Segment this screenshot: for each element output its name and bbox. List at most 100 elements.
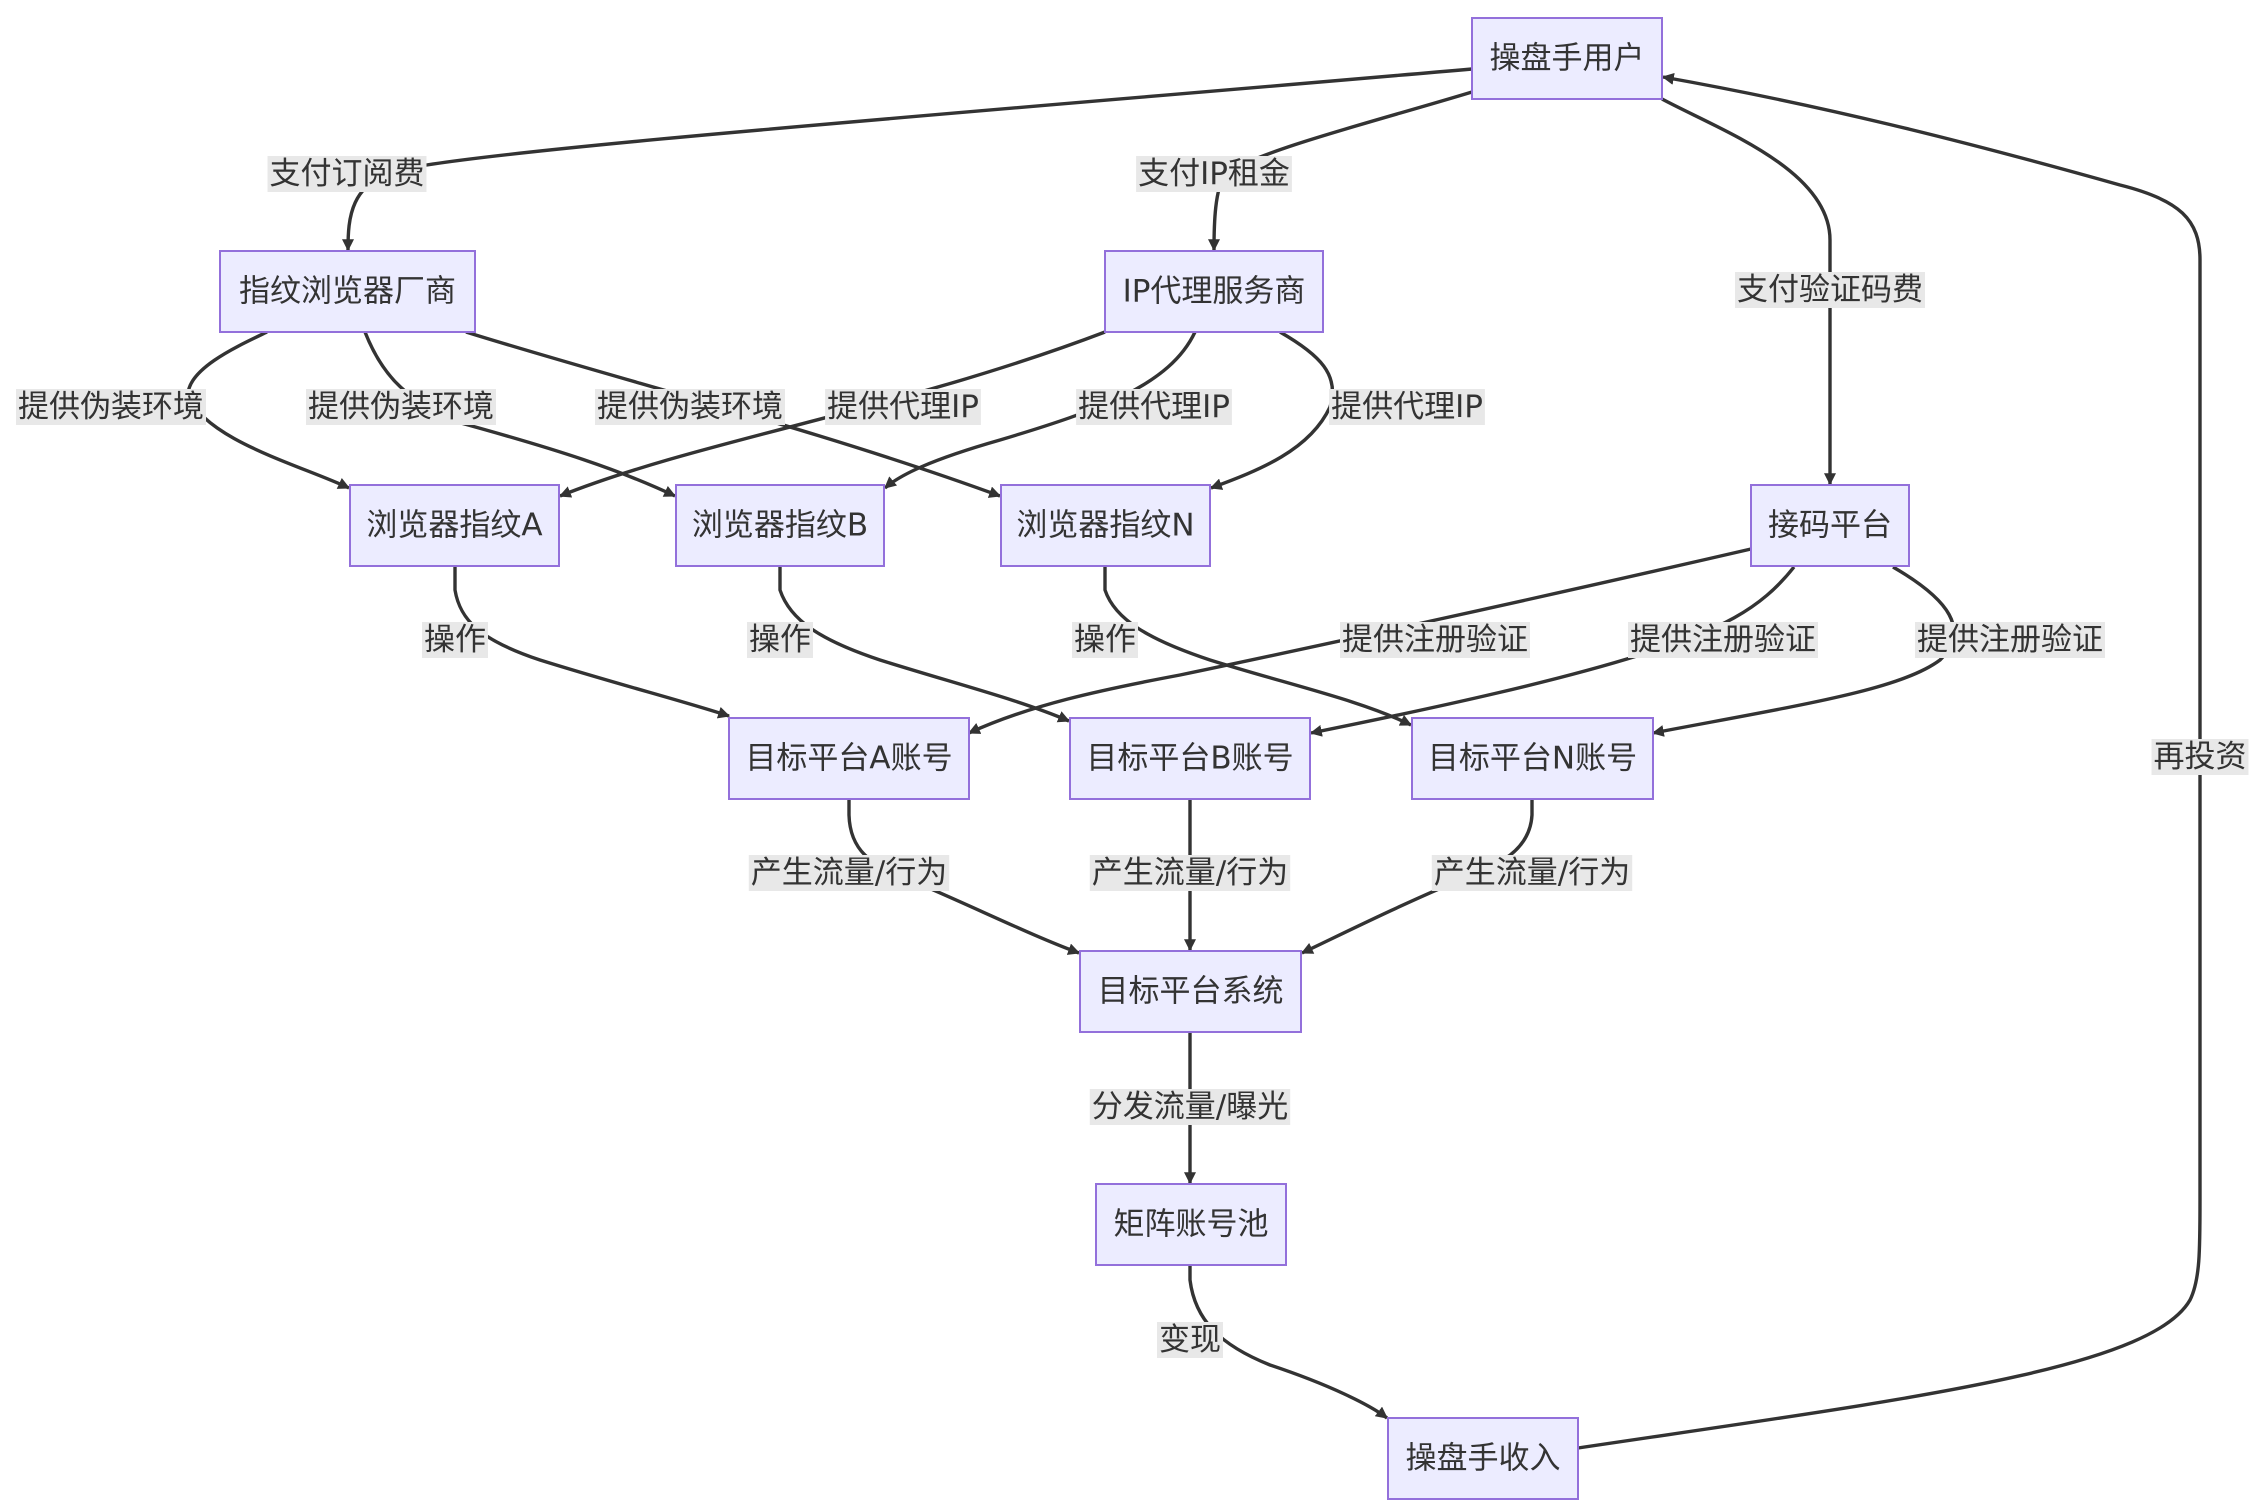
edge-line (558, 330, 1106, 498)
node-box (1750, 484, 1910, 567)
edge-label-text: 支付订阅费 (270, 156, 425, 192)
edge-label: 提供伪装环境 (595, 389, 785, 425)
node-label: 接码平台 (1768, 508, 1892, 544)
edge-sms-to-accB (1309, 565, 1796, 737)
edge-label-text: 支付IP租金 (1138, 156, 1290, 192)
edge-label-text: 操作 (424, 622, 486, 658)
edge-line (453, 567, 731, 719)
edge-ipproxy-to-fpA (558, 330, 1106, 498)
node-box (1104, 250, 1324, 333)
edge-label: 产生流量/行为 (748, 855, 950, 891)
edge-label-text: 产生流量/行为 (751, 855, 947, 891)
edge-label: 产生流量/行为 (1089, 855, 1291, 891)
node-box (1387, 1417, 1579, 1500)
edge-line (1188, 1265, 1389, 1420)
edge-label-text: 变现 (1159, 1322, 1221, 1358)
node-fpvendor: 指纹浏览器厂商 (219, 250, 476, 333)
edge-fpA-to-accA (453, 567, 731, 719)
edge-label-text: 操作 (749, 622, 811, 658)
edge-label-background (1340, 622, 1530, 658)
edge-line (363, 331, 677, 498)
edge-label: 支付IP租金 (1136, 156, 1292, 192)
edge-label-background (1076, 389, 1232, 425)
node-box (219, 250, 476, 333)
edge-label: 分发流量/曝光 (1089, 1089, 1291, 1125)
node-income: 操盘手收入 (1387, 1417, 1579, 1500)
edge-line (1577, 72, 2202, 1450)
edge-label-background (1136, 156, 1292, 192)
node-label: 目标平台N账号 (1428, 741, 1637, 777)
node-system: 目标平台系统 (1079, 950, 1302, 1033)
node-label: 浏览器指纹A (366, 508, 542, 544)
node-label: 操盘手用户 (1490, 41, 1645, 77)
node-label: 矩阵账号池 (1114, 1207, 1269, 1243)
edge-fpvendor-to-fpB (363, 331, 677, 498)
edge-sms-to-accA (967, 547, 1752, 735)
edge-fpB-to-accB (778, 567, 1071, 723)
edge-label-text: 分发流量/曝光 (1092, 1089, 1288, 1125)
node-pool: 矩阵账号池 (1095, 1183, 1287, 1266)
node-label: 目标平台系统 (1098, 974, 1284, 1010)
edge-income-to-user (1577, 72, 2202, 1450)
edge-label-background (747, 622, 813, 658)
edge-line (1103, 567, 1413, 727)
edge-line (1651, 565, 1956, 737)
edge-label-background (825, 389, 981, 425)
edge-label: 支付订阅费 (267, 156, 427, 192)
edge-label-text: 支付验证码费 (1737, 272, 1923, 308)
node-fpB: 浏览器指纹B (675, 484, 885, 567)
node-label: 目标平台A账号 (745, 741, 952, 777)
edge-fpN-to-accN (1103, 567, 1413, 727)
edge-label: 提供代理IP (1329, 389, 1485, 425)
edge-label-background (1157, 1322, 1223, 1358)
edge-label: 产生流量/行为 (1431, 855, 1633, 891)
edge-label-text: 提供注册验证 (1630, 622, 1816, 658)
edge-line (1661, 97, 1836, 486)
edge-label-background (422, 622, 488, 658)
edge-label-text: 提供注册验证 (1342, 622, 1528, 658)
edge-label-background (16, 389, 206, 425)
edge-label-text: 再投资 (2154, 739, 2247, 775)
edge-label-background (1735, 272, 1925, 308)
node-sms: 接码平台 (1750, 484, 1910, 567)
edge-label-background (306, 389, 496, 425)
edge-label: 提供代理IP (1076, 389, 1232, 425)
edge-label: 提供伪装环境 (306, 389, 496, 425)
edge-label-background (595, 389, 785, 425)
edge-line (967, 547, 1752, 735)
edge-sms-to-accN (1651, 565, 1956, 737)
node-box (728, 717, 970, 800)
edge-label: 提供注册验证 (1628, 622, 1818, 658)
edge-label-text: 提供伪装环境 (597, 389, 783, 425)
edge-ipproxy-to-fpB (883, 331, 1197, 490)
edge-label-background (1072, 622, 1138, 658)
edge-label-background (1431, 855, 1633, 891)
edge-label: 支付验证码费 (1735, 272, 1925, 308)
edge-line (883, 331, 1197, 490)
node-box (1471, 17, 1663, 100)
edge-user-to-fpvendor (342, 67, 1473, 252)
edge-label-background (1089, 855, 1291, 891)
edge-label-text: 提供伪装环境 (308, 389, 494, 425)
node-user: 操盘手用户 (1471, 17, 1663, 100)
node-label: 指纹浏览器厂商 (239, 274, 456, 310)
node-box (675, 484, 885, 567)
edge-label-background (1628, 622, 1818, 658)
node-accB: 目标平台B账号 (1069, 717, 1311, 800)
node-ipproxy: IP代理服务商 (1104, 250, 1324, 333)
edge-label-background (1089, 1089, 1291, 1125)
node-accA: 目标平台A账号 (728, 717, 970, 800)
edge-label-text: 操作 (1074, 622, 1136, 658)
node-box (349, 484, 560, 567)
node-fpN: 浏览器指纹N (1000, 484, 1211, 567)
node-label: IP代理服务商 (1123, 274, 1306, 310)
edge-label-background (1915, 622, 2105, 658)
node-box (1095, 1183, 1287, 1266)
edge-line (1309, 565, 1796, 737)
edge-label: 操作 (422, 622, 488, 658)
edge-label: 提供伪装环境 (16, 389, 206, 425)
edge-label: 提供注册验证 (1340, 622, 1530, 658)
edge-label: 再投资 (2151, 739, 2249, 775)
edge-label-background (748, 855, 950, 891)
